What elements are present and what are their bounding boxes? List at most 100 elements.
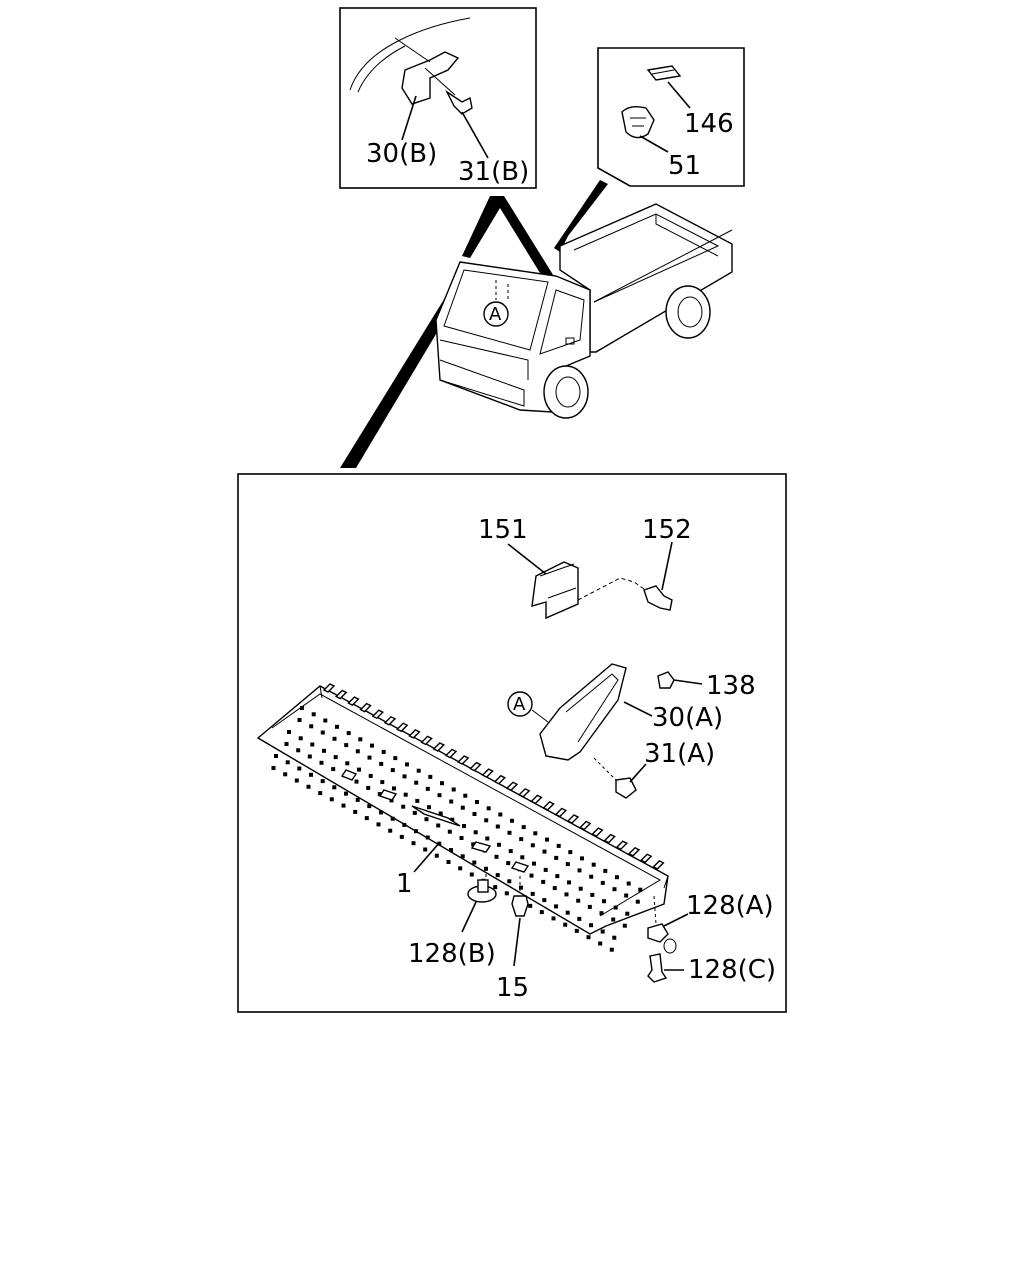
- panel-rib: [322, 683, 336, 693]
- perforation-hole: [576, 898, 581, 903]
- panel-rib: [627, 846, 641, 857]
- perforation-hole: [425, 835, 430, 840]
- perforation-hole: [586, 935, 591, 940]
- panel-rib: [518, 787, 531, 798]
- perforation-hole: [450, 817, 455, 822]
- perforation-hole: [416, 768, 421, 773]
- perforation-hole: [423, 847, 428, 852]
- perforation-hole: [530, 891, 535, 896]
- perforation-hole: [271, 766, 276, 770]
- panel-rib: [469, 761, 482, 772]
- perforation-hole: [402, 822, 407, 827]
- perforation-hole: [392, 786, 396, 791]
- callout-31a: 31(A): [644, 739, 715, 769]
- panel-rib: [359, 702, 372, 713]
- perforation-hole: [613, 905, 618, 910]
- perforation-hole: [542, 898, 547, 903]
- perforation-hole: [495, 824, 500, 829]
- perforation-hole: [542, 849, 547, 854]
- perforation-hole: [322, 748, 326, 753]
- part-128b: 128(B): [408, 868, 497, 969]
- perforation-hole: [449, 848, 453, 852]
- perforation-hole: [344, 743, 349, 748]
- perforation-hole: [329, 797, 334, 802]
- perforation-hole: [346, 731, 351, 736]
- perforation-hole: [298, 736, 303, 741]
- perforation-hole: [318, 791, 323, 796]
- perforation-hole: [602, 899, 606, 904]
- perforation-hole: [472, 812, 477, 816]
- perforation-hole: [591, 862, 596, 867]
- panel-rib: [420, 735, 433, 746]
- leader-146: [667, 81, 691, 109]
- perforation-hole: [447, 829, 452, 834]
- perforation-hole: [458, 866, 463, 871]
- perforation-hole: [427, 805, 431, 810]
- perforation-hole: [533, 831, 538, 836]
- perforation-hole: [345, 761, 350, 766]
- perforation-hole: [626, 881, 631, 886]
- callout-128b: 128(B): [408, 939, 496, 969]
- callout-30b: 30(B): [366, 139, 437, 169]
- perforation-hole: [402, 774, 407, 779]
- leader-128a: [663, 913, 689, 927]
- panel-rib: [640, 853, 653, 864]
- perforation-hole: [495, 873, 500, 878]
- perforation-hole: [554, 855, 559, 860]
- perforation-hole: [274, 754, 278, 758]
- ref-mark-a-bracket-label: A: [513, 694, 526, 715]
- perforation-hole: [388, 828, 393, 833]
- perforation-hole: [609, 947, 614, 952]
- perforation-hole: [493, 885, 498, 890]
- perforation-hole: [507, 830, 512, 835]
- perforation-hole: [568, 850, 573, 855]
- leader-138: [673, 679, 703, 685]
- part-128a-128c: 128(A) 128(C): [647, 891, 776, 985]
- perforation-hole: [520, 855, 525, 860]
- perforation-hole: [335, 724, 339, 729]
- perforation-hole: [611, 917, 616, 922]
- perforation-hole: [565, 862, 570, 867]
- detail-box-top-right: 146 51: [597, 47, 745, 187]
- perforation-hole: [507, 879, 512, 884]
- perforation-hole: [529, 873, 534, 878]
- perforation-hole: [355, 749, 360, 754]
- perforation-hole: [446, 860, 451, 864]
- perforation-hole: [434, 853, 439, 858]
- perforation-hole: [485, 836, 490, 841]
- truck-illustration: A: [435, 203, 733, 419]
- detail-box-top-left: 30(B) 31(B): [339, 7, 537, 189]
- perforation-hole: [320, 779, 325, 784]
- perforation-hole: [552, 886, 557, 891]
- perforation-hole: [600, 880, 605, 885]
- leader-30b: [401, 95, 417, 141]
- panel-rib: [432, 742, 445, 752]
- perforation-hole: [545, 837, 549, 842]
- perforation-hole: [284, 742, 289, 746]
- callout-128c: 128(C): [688, 955, 776, 985]
- perforation-hole: [300, 706, 304, 710]
- perforation-hole: [497, 842, 501, 847]
- perforation-hole: [462, 824, 466, 828]
- perforation-hole: [459, 836, 464, 840]
- perforation-hole: [521, 825, 526, 830]
- perforation-hole: [379, 761, 384, 766]
- perforation-hole: [323, 718, 328, 723]
- perforation-hole: [414, 829, 418, 834]
- perforation-hole: [390, 816, 395, 821]
- perforation-hole: [635, 899, 640, 904]
- perforation-hole: [498, 812, 503, 817]
- perforation-hole: [624, 893, 629, 898]
- panel-rib: [444, 748, 458, 759]
- perforation-hole: [307, 754, 312, 759]
- pointer-wedge-right: [554, 180, 608, 252]
- perforation-hole: [285, 760, 290, 765]
- panel-rib: [493, 774, 506, 785]
- perforation-hole: [379, 810, 383, 815]
- perforation-hole: [366, 785, 371, 790]
- perforation-hole: [354, 779, 359, 784]
- perforation-hole: [405, 762, 409, 767]
- perforation-hole: [567, 880, 571, 885]
- leader-31a: [629, 763, 647, 783]
- perforation-hole: [519, 837, 524, 842]
